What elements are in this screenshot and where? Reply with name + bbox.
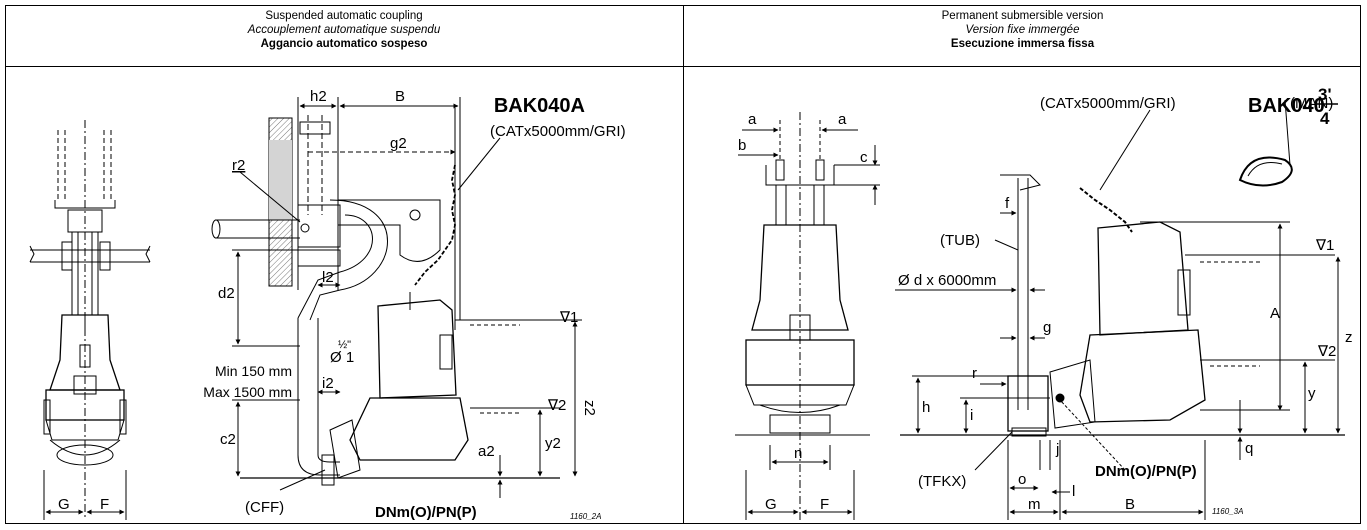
label-g2: g2 [390,135,407,152]
label-level1-right: ∇1 [1315,237,1334,254]
label-level1: ∇1 [559,309,578,326]
label-b: b [738,137,746,154]
left-title-it: Aggancio automatico sospeso [260,38,428,50]
label-dn-right: DNm(O)/PN(P) [1095,463,1197,480]
label-B-right: B [1125,496,1135,513]
label-d2: d2 [218,285,235,302]
label-y: y [1308,385,1316,402]
label-c2: c2 [220,431,236,448]
label-dd: Ø d x 6000mm [898,272,996,289]
right-model-label: BAK040 [1248,95,1325,117]
label-F-left: F [100,496,109,513]
right-model-num: 3' [1318,85,1332,104]
right-title-en: Permanent submersible version [941,10,1104,22]
panel-divider [683,5,684,524]
left-title-fr: Accouplement automatique suspendu [247,24,441,36]
left-panel-header: Suspended automatic coupling Accouplemen… [5,9,683,65]
label-r2: r2 [232,157,245,174]
left-drawing-code: 1160_2A [570,512,601,521]
header-divider [5,66,1361,67]
label-m: m [1028,496,1041,513]
label-j: j [1055,441,1059,458]
label-l: l [1072,483,1075,500]
label-G-left: G [58,496,70,513]
label-n: n [794,445,802,462]
label-cat-right: (CATx5000mm/GRI) [1040,95,1176,112]
right-side-view [895,99,1345,520]
label-a-right: a [838,111,847,128]
label-l2: l2 [322,269,334,286]
label-man: (MAN) [1290,95,1333,112]
label-level2-right: ∇2 [1317,343,1336,360]
label-c: c [860,149,868,166]
label-dn: DNm(O)/PN(P) [375,504,477,521]
label-level2: ∇2 [547,397,566,414]
left-model-label: BAK040A [494,95,585,117]
label-f: f [1005,195,1010,212]
left-title-en: Suspended automatic coupling [265,10,423,22]
label-i: i [970,407,973,424]
right-model-den: 4 [1320,109,1330,128]
label-h2: h2 [310,88,327,105]
label-r: r [972,365,977,382]
right-drawing-code: 1160_3A [1212,507,1243,516]
label-o: o [1018,471,1026,488]
label-tfkx: (TFKX) [918,473,966,490]
label-i2: i2 [322,375,334,392]
label-a-left: a [748,111,757,128]
label-cat: (CATx5000mm/GRI) [490,123,626,140]
right-title-it: Esecuzione immersa fissa [950,38,1095,50]
left-side-view [211,97,582,498]
label-h: h [922,399,930,416]
right-labels: BAK040 3' 4 a a b c (CATx5000mm/GRI) (MA… [738,85,1353,516]
label-q: q [1245,440,1253,457]
right-panel-header: Permanent submersible version Version fi… [684,9,1361,65]
left-front-view [29,120,151,520]
label-g: g [1043,319,1051,336]
label-A: A [1270,305,1280,322]
label-half: ½" [338,339,351,351]
label-a2: a2 [478,443,495,460]
label-max: Max 1500 mm [203,384,292,400]
label-tub: (TUB) [940,232,980,249]
label-dia: Ø 1 [330,349,354,366]
label-y2: y2 [545,435,561,452]
label-cff: (CFF) [245,499,284,516]
label-B: B [395,88,405,105]
label-G-right: G [765,496,777,513]
right-front-view [735,112,880,520]
left-labels: BAK040A h2 B g2 r2 (CATx5000mm/GRI) l2 d… [58,88,626,521]
label-F-right: F [820,496,829,513]
right-title-fr: Version fixe immergée [965,24,1080,36]
label-z: z [1345,329,1353,346]
label-min: Min 150 mm [215,363,292,379]
label-z2: z2 [581,400,598,416]
